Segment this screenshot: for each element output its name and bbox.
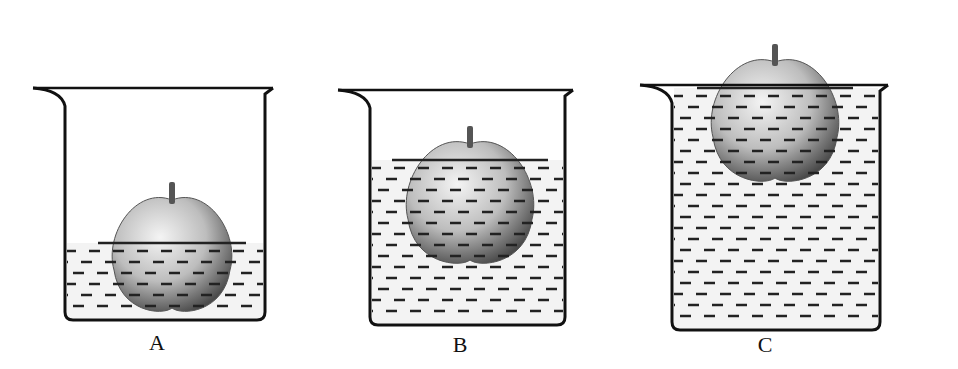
beaker-label: A	[149, 332, 165, 354]
apple	[112, 182, 232, 311]
water-dashes	[674, 96, 878, 316]
beaker	[338, 90, 573, 325]
beaker-outline	[338, 90, 573, 325]
beaker-rim	[33, 87, 273, 90]
water-surface	[697, 87, 853, 90]
beaker-outline	[33, 88, 273, 320]
apple	[711, 44, 839, 181]
water-dashes	[67, 251, 263, 306]
apple	[406, 126, 534, 263]
beaker-label: B	[453, 334, 468, 356]
beaker	[33, 88, 273, 320]
beaker-rim	[640, 84, 888, 87]
water-dashes	[372, 168, 563, 311]
beaker	[640, 44, 888, 330]
beaker-label: C	[758, 334, 773, 356]
beaker-rim	[338, 89, 573, 92]
water-surface	[392, 159, 548, 162]
beaker-outline	[640, 85, 888, 330]
water-surface	[98, 242, 246, 245]
